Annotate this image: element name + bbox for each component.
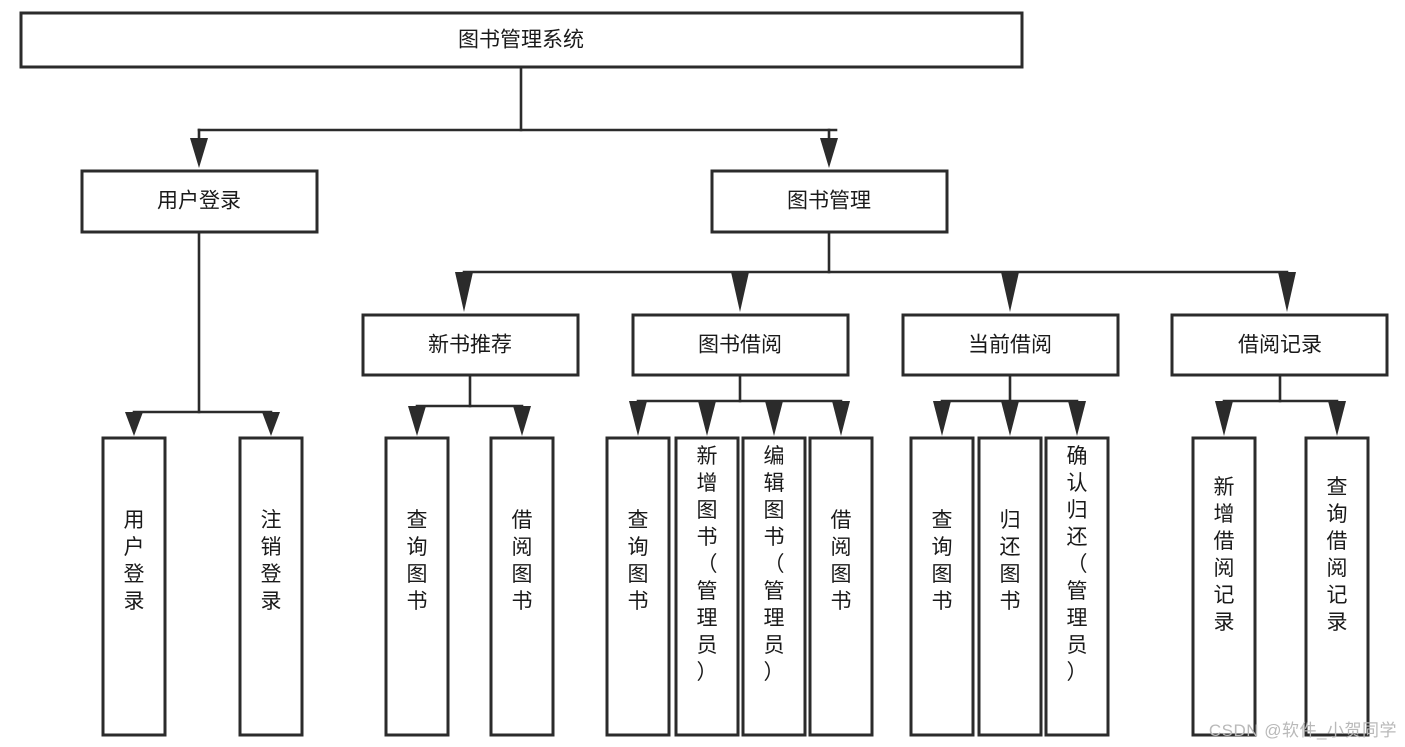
node-new-book-recommend[interactable]: 新书推荐 (361, 313, 580, 377)
node-leaf-return-book-label: 归还图书 (1000, 509, 1021, 613)
node-leaf-confirm-return-box[interactable] (1044, 436, 1110, 737)
node-root-box[interactable] (19, 11, 1024, 69)
node-user-login[interactable]: 用户登录 (80, 169, 319, 234)
node-leaf-query-book-3-box[interactable] (909, 436, 975, 737)
node-leaf-edit-book-box[interactable] (741, 436, 807, 737)
node-leaf-return-book[interactable]: 归还图书 (977, 436, 1043, 737)
node-leaf-add-record-label: 新增借阅记录 (1214, 476, 1235, 634)
node-leaf-query-book-3[interactable]: 查询图书 (909, 436, 975, 737)
node-leaf-return-book-box[interactable] (977, 436, 1043, 737)
node-current-borrow[interactable]: 当前借阅 (901, 313, 1120, 377)
node-leaf-confirm-return[interactable]: 确认归还（管理员） (1044, 436, 1110, 737)
node-leaf-borrow-book-1-box[interactable] (489, 436, 555, 737)
arrowhead-leaf-borrow-book-1 (513, 406, 531, 436)
node-book-borrow-box[interactable] (631, 313, 850, 377)
arrowhead-leaf-logout-login (262, 412, 280, 436)
arrowhead-leaf-query-book-1 (408, 406, 426, 436)
node-leaf-logout-login-label: 注销登录 (261, 509, 282, 613)
node-leaf-confirm-return-label: 确认归还（管理员） (1067, 445, 1088, 684)
node-leaf-query-book-1[interactable]: 查询图书 (384, 436, 450, 737)
node-leaf-add-book-box[interactable] (674, 436, 740, 737)
node-leaf-query-record-box[interactable] (1304, 436, 1370, 737)
node-leaf-query-book-1-label: 查询图书 (407, 509, 428, 613)
node-leaf-borrow-book-2[interactable]: 借阅图书 (808, 436, 874, 737)
node-borrow-record-box[interactable] (1170, 313, 1389, 377)
node-borrow-record-label: 借阅记录 (1238, 334, 1322, 357)
arrowhead-leaf-borrow-book-2 (832, 401, 850, 436)
node-leaf-add-book[interactable]: 新增图书（管理员） (674, 436, 740, 737)
node-leaf-add-book-label: 新增图书（管理员） (697, 445, 718, 684)
node-leaf-edit-book-label: 编辑图书（管理员） (764, 445, 785, 684)
node-leaf-add-record[interactable]: 新增借阅记录 (1191, 436, 1257, 737)
node-leaf-logout-login[interactable]: 注销登录 (238, 436, 304, 737)
node-leaf-query-record[interactable]: 查询借阅记录 (1304, 436, 1370, 737)
node-leaf-query-record-label: 查询借阅记录 (1327, 476, 1348, 634)
node-root[interactable]: 图书管理系统 (19, 11, 1024, 69)
node-leaf-user-login-box[interactable] (101, 436, 167, 737)
arrowhead-leaf-query-book-2 (629, 401, 647, 436)
node-leaf-query-book-1-box[interactable] (384, 436, 450, 737)
arrowhead-book-manage (820, 138, 838, 168)
arrowhead-book-borrow (731, 272, 749, 312)
arrowhead-leaf-query-book-3 (933, 401, 951, 436)
arrowhead-leaf-query-record (1328, 401, 1346, 436)
node-current-borrow-box[interactable] (901, 313, 1120, 377)
node-leaf-add-record-box[interactable] (1191, 436, 1257, 737)
node-leaf-user-login-label: 用户登录 (124, 509, 145, 613)
node-leaf-query-book-3-label: 查询图书 (932, 509, 953, 613)
node-leaf-borrow-book-1[interactable]: 借阅图书 (489, 436, 555, 737)
arrowhead-user-login (190, 138, 208, 168)
node-leaf-borrow-book-1-label: 借阅图书 (512, 509, 533, 613)
node-leaf-query-book-2[interactable]: 查询图书 (605, 436, 671, 737)
arrowhead-leaf-return-book (1001, 401, 1019, 436)
arrowhead-leaf-user-login (125, 412, 143, 436)
node-leaf-query-book-2-label: 查询图书 (628, 509, 649, 613)
node-new-book-recommend-label: 新书推荐 (428, 334, 512, 357)
node-current-borrow-label: 当前借阅 (968, 334, 1052, 357)
arrowhead-current-borrow (1001, 272, 1019, 312)
node-user-login-box[interactable] (80, 169, 319, 234)
connector-layer (125, 65, 1346, 436)
node-leaf-logout-login-box[interactable] (238, 436, 304, 737)
arrowhead-leaf-add-book (698, 401, 716, 436)
arrowhead-borrow-record (1278, 272, 1296, 312)
node-root-label: 图书管理系统 (458, 29, 584, 52)
node-book-manage-box[interactable] (710, 169, 949, 234)
node-user-login-label: 用户登录 (157, 190, 241, 213)
node-book-manage[interactable]: 图书管理 (710, 169, 949, 234)
node-leaf-borrow-book-2-label: 借阅图书 (831, 509, 852, 613)
arrowhead-new-book-recommend (455, 272, 473, 312)
node-leaf-query-book-2-box[interactable] (605, 436, 671, 737)
node-book-borrow-label: 图书借阅 (698, 334, 782, 357)
node-leaf-edit-book[interactable]: 编辑图书（管理员） (741, 436, 807, 737)
node-new-book-recommend-box[interactable] (361, 313, 580, 377)
arrowhead-leaf-edit-book (765, 401, 783, 436)
arrowhead-leaf-add-record (1215, 401, 1233, 436)
arrowhead-leaf-confirm-return (1068, 401, 1086, 436)
node-book-manage-label: 图书管理 (787, 190, 871, 213)
node-borrow-record[interactable]: 借阅记录 (1170, 313, 1389, 377)
node-leaf-borrow-book-2-box[interactable] (808, 436, 874, 737)
node-book-borrow[interactable]: 图书借阅 (631, 313, 850, 377)
node-leaf-user-login[interactable]: 用户登录 (101, 436, 167, 737)
